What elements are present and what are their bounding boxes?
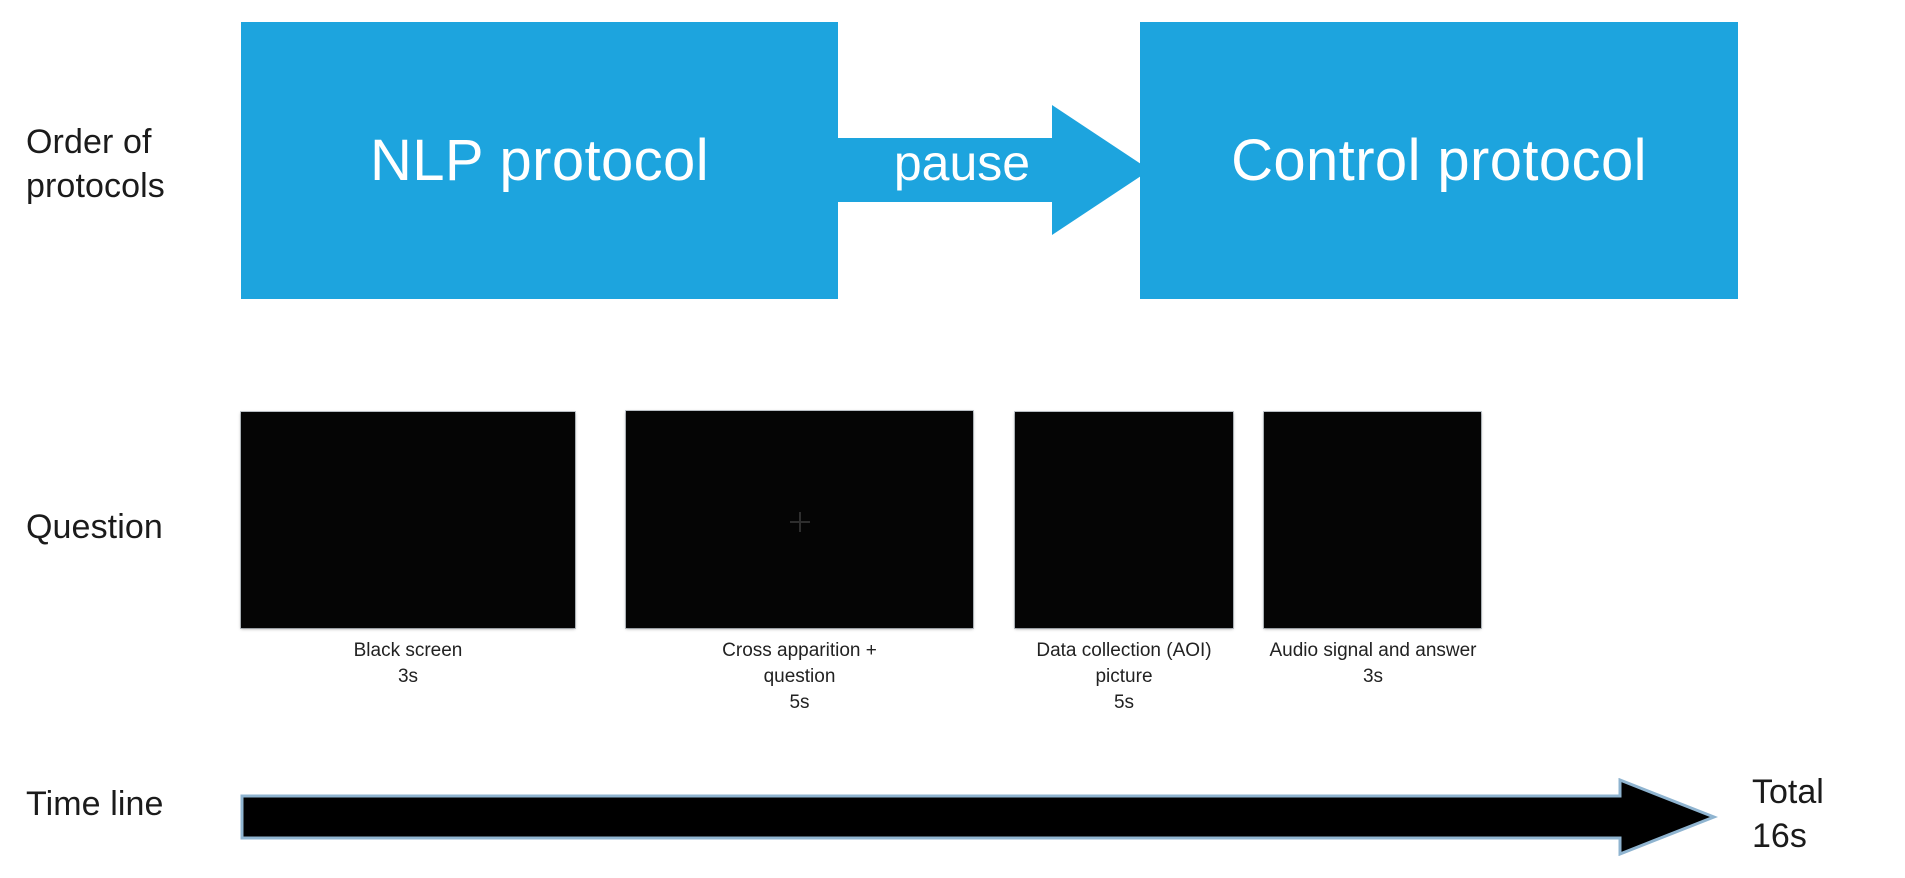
stimulus-screen-black [241,412,575,628]
protocol-block-nlp: NLP protocol [241,22,838,299]
stimulus-caption-cross-question: Cross apparition + question 5s [722,640,877,713]
pause-label: pause [893,135,1031,191]
protocol-block-control: Control protocol [1140,22,1738,299]
right-arrow-icon [238,778,1718,856]
protocol-block-control-label: Control protocol [1231,127,1647,193]
fixation-cross-icon [790,512,810,532]
row-label-order-of-protocols: Order of protocols [26,123,165,205]
right-arrow-icon [820,105,1150,235]
stimulus-caption-black-screen: Black screen 3s [353,640,463,687]
protocol-block-nlp-label: NLP protocol [369,127,710,193]
stimulus-screen-data-collection [1015,412,1233,628]
row-label-question: Question [26,508,163,546]
stimulus-caption-audio-answer: Audio signal and answer 3s [1269,640,1477,687]
row-label-time-line: Time line [26,785,164,823]
timeline-total-label: Total 16s [1752,773,1824,855]
stimulus-caption-data-collection: Data collection (AOI) picture 5s [1036,640,1212,713]
stimulus-screen-audio-answer [1264,412,1481,628]
